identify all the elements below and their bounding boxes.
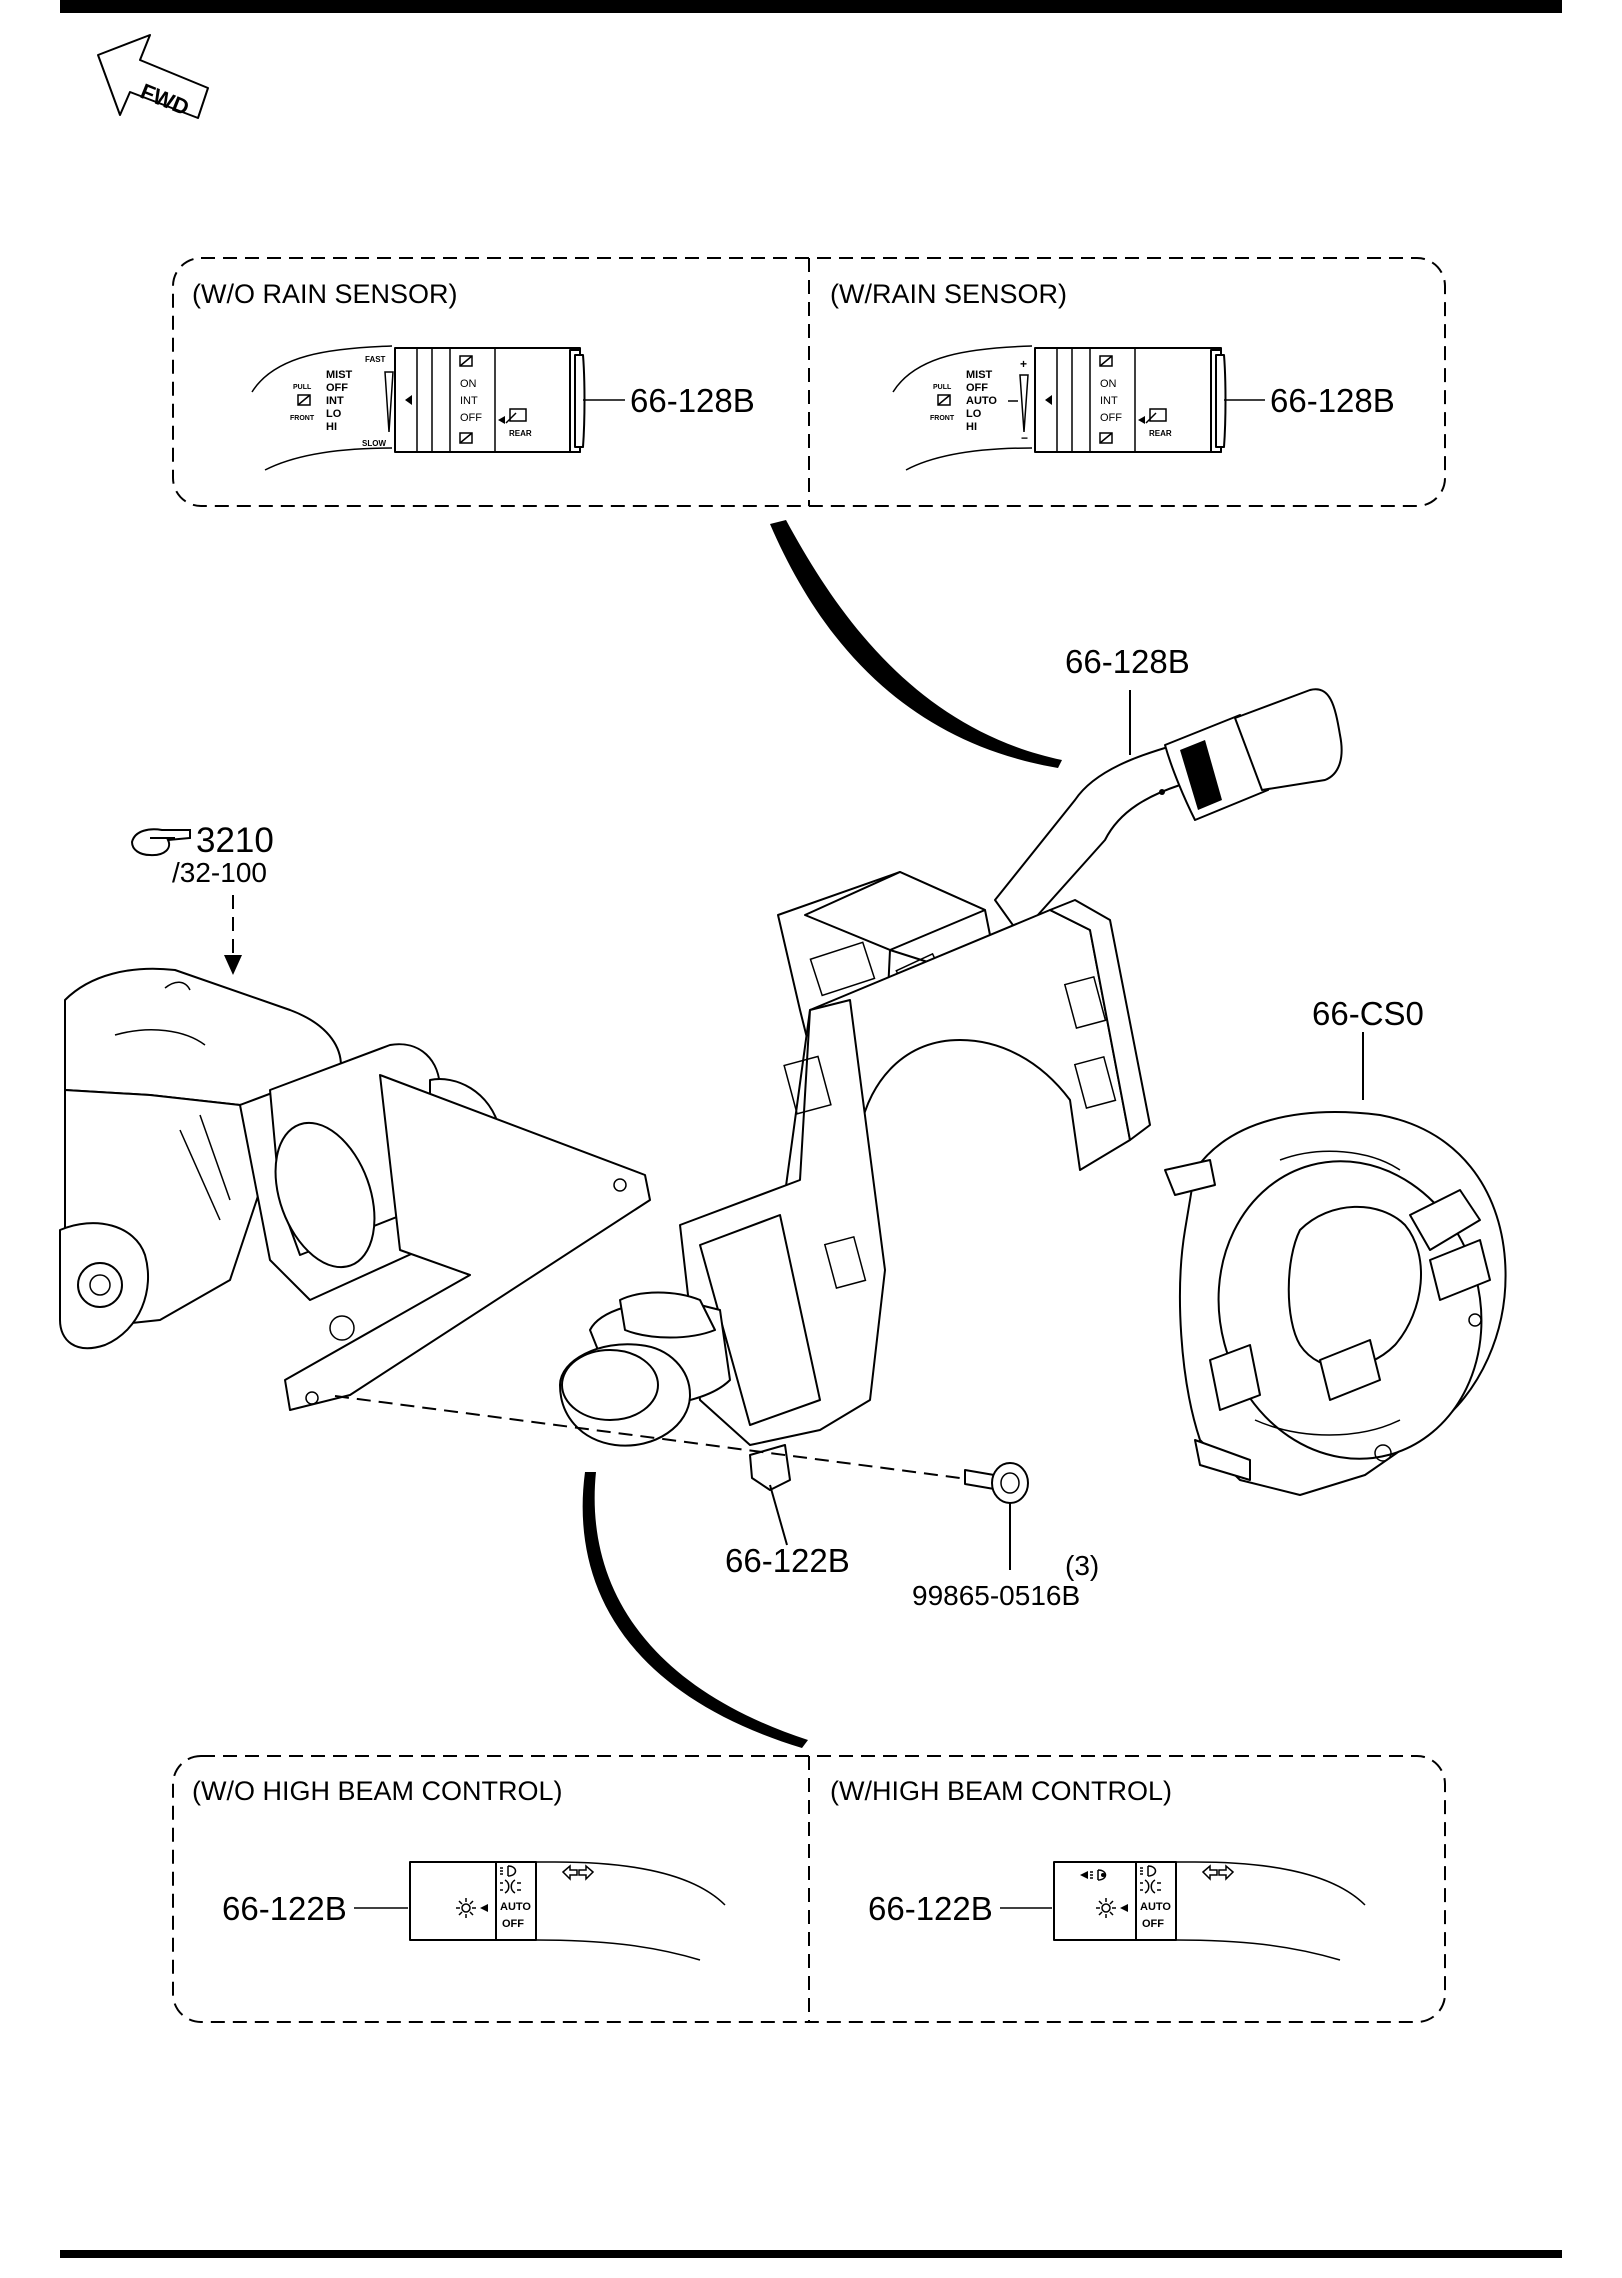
fast-label: FAST bbox=[365, 355, 386, 364]
steering-column bbox=[59, 967, 651, 1411]
bolt-quantity: (3) bbox=[1065, 1550, 1099, 1581]
mode-auto-rs: AUTO bbox=[966, 395, 997, 407]
bolt: (3) 99865-0516B bbox=[912, 1462, 1099, 1611]
part-number-66-128b-left: 66-128B bbox=[630, 382, 755, 419]
rear-label: REAR bbox=[509, 429, 532, 438]
mode-mist: MIST bbox=[326, 369, 353, 381]
caption-with-high-beam-control: (W/HIGH BEAM CONTROL) bbox=[830, 1776, 1172, 1806]
caption-without-rain-sensor: (W/O RAIN SENSOR) bbox=[192, 279, 458, 309]
rear-int: INT bbox=[460, 395, 478, 407]
callout-66-122b: 66-122B bbox=[725, 1542, 850, 1579]
rear-on-rs: ON bbox=[1100, 378, 1117, 390]
caption-with-rain-sensor: (W/RAIN SENSOR) bbox=[830, 279, 1067, 309]
front-label: FRONT bbox=[290, 415, 315, 422]
top-variant-panel: (W/O RAIN SENSOR) (W/RAIN SENSOR) MIST O… bbox=[172, 257, 1446, 507]
headlight-switch-without-hbc: 66-122B AUTO OFF bbox=[222, 1861, 726, 1961]
switch-auto-label: AUTO bbox=[500, 1901, 531, 1913]
switch-off-label-hbc: OFF bbox=[1142, 1918, 1164, 1930]
callout-bolt-99865-0516b: 99865-0516B bbox=[912, 1580, 1080, 1611]
high-beam-control-icon bbox=[1080, 1869, 1107, 1881]
mode-mist-rs: MIST bbox=[966, 369, 993, 381]
reference-callout: 3210 /32-100 bbox=[130, 821, 274, 975]
bottom-border-bar bbox=[60, 2250, 1562, 2258]
rear-label-rs: REAR bbox=[1149, 429, 1172, 438]
combination-switch-assembly: 66-122B bbox=[559, 899, 1151, 1579]
rear-pointer-icon bbox=[498, 416, 505, 424]
switch-auto-label-hbc: AUTO bbox=[1140, 1901, 1171, 1913]
position-light-icon bbox=[500, 1879, 521, 1894]
ref-sub-32-100: /32-100 bbox=[172, 857, 267, 888]
pull-label: PULL bbox=[293, 384, 312, 391]
front-washer-rs-icon bbox=[937, 394, 951, 406]
pointing-hand-icon bbox=[130, 828, 191, 857]
mode-hi-rs: HI bbox=[966, 421, 977, 433]
rear-wiper-rs-icon bbox=[1145, 408, 1167, 424]
rear-washer-bottom-icon bbox=[459, 432, 473, 444]
rear-off: OFF bbox=[460, 412, 482, 424]
wiper-lever-assembly: 66-128B bbox=[994, 643, 1343, 936]
callout-66-cs0: 66-CS0 bbox=[1312, 995, 1424, 1032]
mode-off: OFF bbox=[326, 382, 348, 394]
mode-hi: HI bbox=[326, 421, 337, 433]
rear-on: ON bbox=[460, 378, 477, 390]
leader-curve-bottom bbox=[582, 1472, 808, 1748]
mode-lo: LO bbox=[326, 408, 342, 420]
part-number-66-122b-left: 66-122B bbox=[222, 1890, 347, 1927]
fwd-arrow-icon: FWD bbox=[97, 34, 209, 120]
headlight-low-hbc-icon bbox=[1140, 1865, 1157, 1877]
part-number-66-122b-right: 66-122B bbox=[868, 1890, 993, 1927]
part-number-66-128b-right: 66-128B bbox=[1270, 382, 1395, 419]
headlight-switch-with-hbc: 66-122B bbox=[868, 1861, 1366, 1961]
sensitivity-plus: + bbox=[1020, 357, 1027, 371]
parking-light-icon bbox=[456, 1898, 488, 1918]
headlight-low-icon bbox=[500, 1865, 517, 1877]
turn-signal-hbc-icon bbox=[1201, 1864, 1235, 1881]
mode-off-rs: OFF bbox=[966, 382, 988, 394]
caption-without-high-beam-control: (W/O HIGH BEAM CONTROL) bbox=[192, 1776, 563, 1806]
parking-light-hbc-icon bbox=[1096, 1898, 1128, 1918]
rear-washer-bottom-rs-icon bbox=[1099, 432, 1113, 444]
front-label-rs: FRONT bbox=[930, 415, 955, 422]
ref-number-3210: 3210 bbox=[196, 821, 274, 860]
sensitivity-wedge-icon bbox=[1019, 374, 1029, 433]
pointer-triangle-rs-icon bbox=[1045, 395, 1052, 405]
top-border-bar bbox=[60, 0, 1562, 13]
turn-signal-icon bbox=[561, 1864, 595, 1881]
rear-int-rs: INT bbox=[1100, 395, 1118, 407]
pointer-triangle-icon bbox=[405, 395, 412, 405]
pull-label-rs: PULL bbox=[933, 384, 952, 391]
slow-label: SLOW bbox=[362, 439, 386, 448]
wiper-switch-with-rain-sensor: MIST OFF AUTO LO HI PULL FRONT + − ON IN… bbox=[892, 345, 1395, 471]
rear-washer-top-icon bbox=[459, 355, 473, 367]
mode-int: INT bbox=[326, 395, 344, 407]
speed-wedge-icon bbox=[384, 371, 394, 433]
sensitivity-minus: − bbox=[1021, 431, 1028, 445]
leader-curve-top bbox=[770, 520, 1062, 768]
bottom-variant-panel: (W/O HIGH BEAM CONTROL) (W/HIGH BEAM CON… bbox=[172, 1755, 1446, 2023]
clock-spring-assembly: 66-CS0 bbox=[1164, 995, 1507, 1496]
switch-off-label: OFF bbox=[502, 1918, 524, 1930]
position-light-hbc-icon bbox=[1140, 1879, 1161, 1894]
front-washer-icon bbox=[297, 394, 311, 406]
rear-washer-top-rs-icon bbox=[1099, 355, 1113, 367]
rear-wiper-icon bbox=[505, 408, 527, 424]
rear-pointer-rs-icon bbox=[1138, 416, 1145, 424]
callout-66-128b-lever: 66-128B bbox=[1065, 643, 1190, 680]
rear-off-rs: OFF bbox=[1100, 412, 1122, 424]
wiper-switch-without-rain-sensor: MIST OFF INT LO HI PULL FRONT FAST SLOW … bbox=[251, 345, 755, 471]
mode-lo-rs: LO bbox=[966, 408, 982, 420]
